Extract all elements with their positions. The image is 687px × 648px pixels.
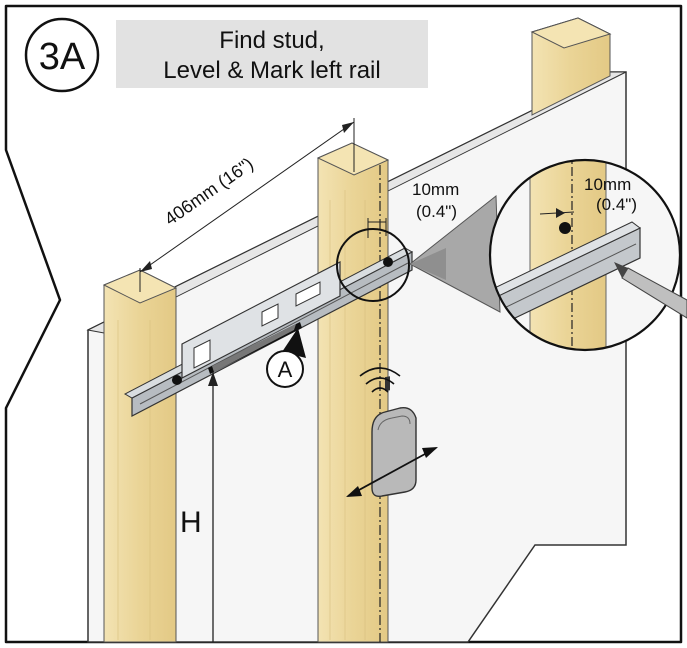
- stud-middle: [316, 142, 390, 643]
- stud-finder-icon: [359, 367, 417, 498]
- zoom-detail: [490, 160, 680, 350]
- callout-a: A: [266, 328, 306, 388]
- mounting-rail: [123, 247, 414, 417]
- offset-in-label: (0.4"): [416, 202, 457, 221]
- step-number: 3A: [39, 36, 86, 78]
- double-arrow-icon: [346, 447, 438, 497]
- step-badge: 3A: [24, 17, 100, 93]
- offset-marker: 10mm (0.4"): [367, 180, 459, 238]
- step-title-line1: Find stud,: [219, 27, 324, 54]
- level-tool: [208, 322, 302, 374]
- step-title-line2: Level & Mark left rail: [163, 57, 380, 84]
- step-title-box: Find stud, Level & Mark left rail: [116, 20, 428, 88]
- stud-right-top: [530, 17, 612, 116]
- zoom-offset-in-label: (0.4"): [596, 195, 637, 214]
- callout-a-label: A: [278, 357, 293, 382]
- offset-mm-label: 10mm: [412, 180, 459, 199]
- height-dimension: H: [180, 372, 218, 642]
- magnifier-callout-icon: [336, 194, 501, 313]
- zoom-offset-mm-label: 10mm: [584, 175, 631, 194]
- zoom-circle: [488, 158, 682, 352]
- height-label: H: [180, 506, 202, 539]
- stud-left: [102, 269, 178, 643]
- pencil-icon: [614, 262, 687, 319]
